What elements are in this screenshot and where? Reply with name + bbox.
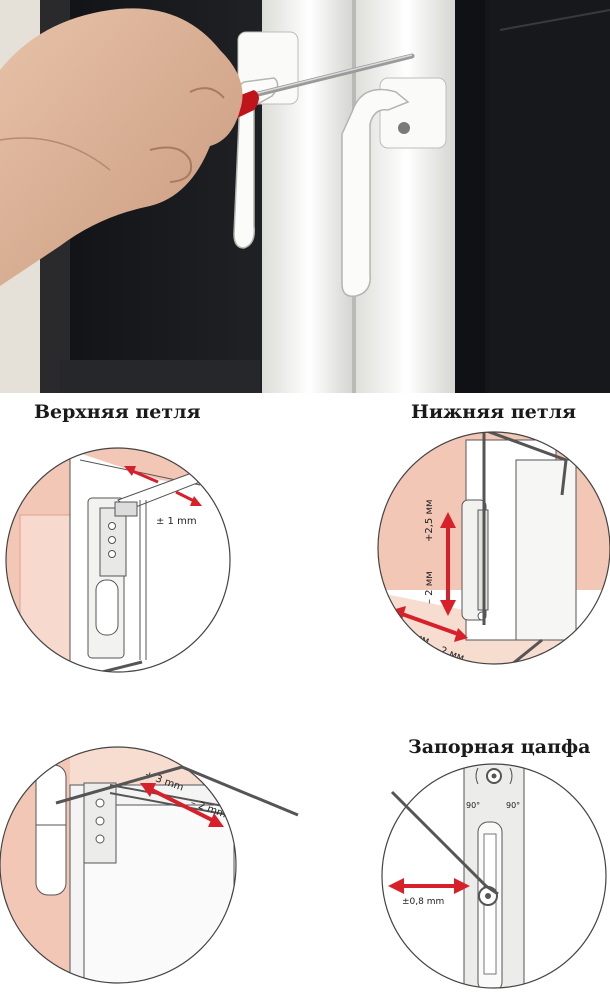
locking-pin-diagram: 90° 90° ±0,8 mm bbox=[380, 762, 610, 992]
hex-key-icon bbox=[55, 765, 299, 817]
bottom-hinge-vertical-up: +2,5 мм bbox=[424, 499, 435, 542]
photo-window-handle-adjustment bbox=[0, 0, 610, 393]
top-hinge-dimension: ± 1 mm bbox=[156, 516, 197, 527]
window-handle-icon bbox=[341, 77, 447, 297]
bottom-hinge-title: Нижняя петля bbox=[411, 401, 577, 423]
locking-pin-angle-right: 90° bbox=[506, 801, 520, 810]
locking-pin-hex-key bbox=[390, 790, 510, 910]
locking-pin-angle-left: 90° bbox=[466, 801, 480, 810]
locking-pin-title: Запорная цапфа bbox=[408, 736, 591, 758]
hex-key-icon bbox=[390, 790, 499, 896]
scissor-adjust-diagram: + 3 mm – 2 mm bbox=[0, 725, 300, 992]
bottom-hinge-vertical-down: – 2 мм bbox=[424, 571, 435, 604]
hand-icon bbox=[0, 8, 243, 286]
locking-pin-dimension: ±0,8 mm bbox=[402, 897, 444, 907]
bottom-hinge-diagram: +2,5 мм – 2 мм + 2 мм – 2 мм bbox=[366, 420, 610, 700]
top-hinge-diagram: ± 1 mm bbox=[0, 430, 240, 695]
top-hinge-title: Верхняя петля bbox=[34, 401, 201, 423]
